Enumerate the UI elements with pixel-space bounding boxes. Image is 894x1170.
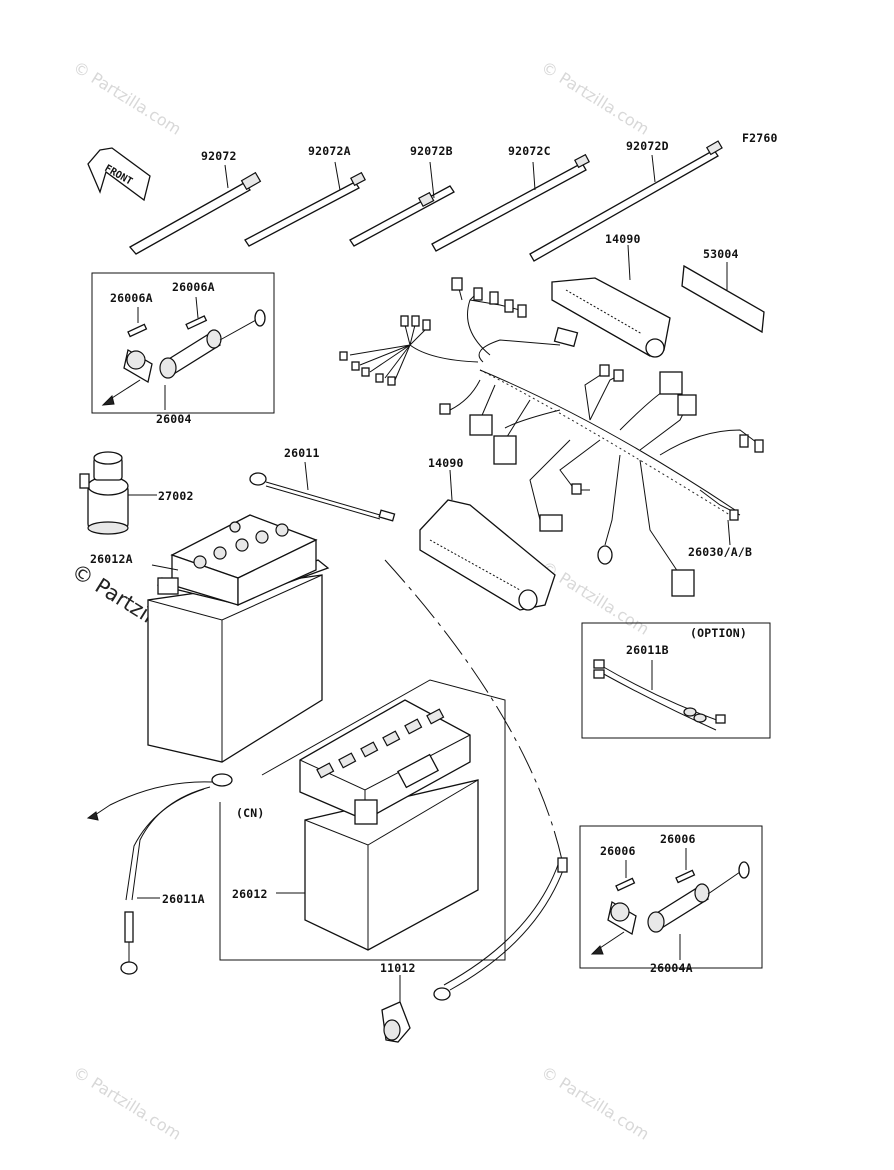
cn-tag: (CN) [236, 806, 265, 820]
option-box [581, 622, 771, 739]
label-92072A: 92072A [308, 144, 351, 158]
battery-lead-lower [433, 857, 568, 1001]
label-53004: 53004 [703, 247, 739, 261]
option-tag: (OPTION) [690, 626, 747, 640]
starter-relay [79, 451, 157, 535]
label-26012A: 26012A [90, 552, 133, 566]
label-26004: 26004 [156, 412, 192, 426]
label-92072D: 92072D [626, 139, 669, 153]
watermark-text: © Partzilla.com [538, 57, 653, 139]
fuse-holder-a [101, 296, 266, 410]
watermark-text: © Partzilla.com [70, 1062, 185, 1144]
label-26006-left: 26006 [600, 844, 636, 858]
label-11012: 11012 [380, 961, 416, 975]
label-92072: 92072 [201, 149, 237, 163]
option-lead [593, 659, 726, 731]
label-26004A: 26004A [650, 961, 693, 975]
harness-cover-bottom [419, 469, 556, 611]
watermark-text: © Partzilla.com [538, 1062, 653, 1144]
label-26030AB: 26030/A/B [688, 545, 752, 559]
label-92072B: 92072B [410, 144, 453, 158]
label-26011B: 26011B [626, 643, 669, 657]
wiring-harness [339, 277, 764, 597]
battery-lead-26011 [249, 461, 563, 861]
label-26006A-left: 26006A [110, 291, 153, 305]
label-14090-top: 14090 [605, 232, 641, 246]
fuse-kit-box-a [91, 272, 275, 414]
cable-tie-92072B [349, 161, 455, 247]
figure-code: F2760 [742, 131, 778, 145]
label-26011A: 26011A [162, 892, 205, 906]
cn-box [219, 679, 506, 961]
cable-tie-92072D [529, 140, 723, 262]
fuse-kit-box-b [579, 825, 763, 969]
label-14090-bottom: 14090 [428, 456, 464, 470]
terminal-cap [381, 975, 411, 1043]
battery-cn [276, 699, 479, 951]
cable-tie-92072C [431, 153, 590, 252]
label-26006A-right: 26006A [172, 280, 215, 294]
label-26011: 26011 [284, 446, 320, 460]
label-sticker [681, 262, 765, 334]
watermark-text: © Partzilla.com [70, 57, 185, 139]
label-26012: 26012 [232, 887, 268, 901]
harness-cover-top [551, 244, 671, 358]
label-92072C: 92072C [508, 144, 551, 158]
battery-main [147, 514, 330, 763]
label-26006-right: 26006 [660, 832, 696, 846]
cable-tie-92072A [244, 161, 366, 247]
battery-lead-26011A [86, 773, 233, 975]
front-arrow-icon: FRONT [87, 147, 151, 202]
fuse-holder-b [590, 848, 750, 960]
watermark-text: © Partzilla.com [538, 557, 653, 639]
cable-tie-92072 [128, 164, 262, 255]
label-27002: 27002 [158, 489, 194, 503]
